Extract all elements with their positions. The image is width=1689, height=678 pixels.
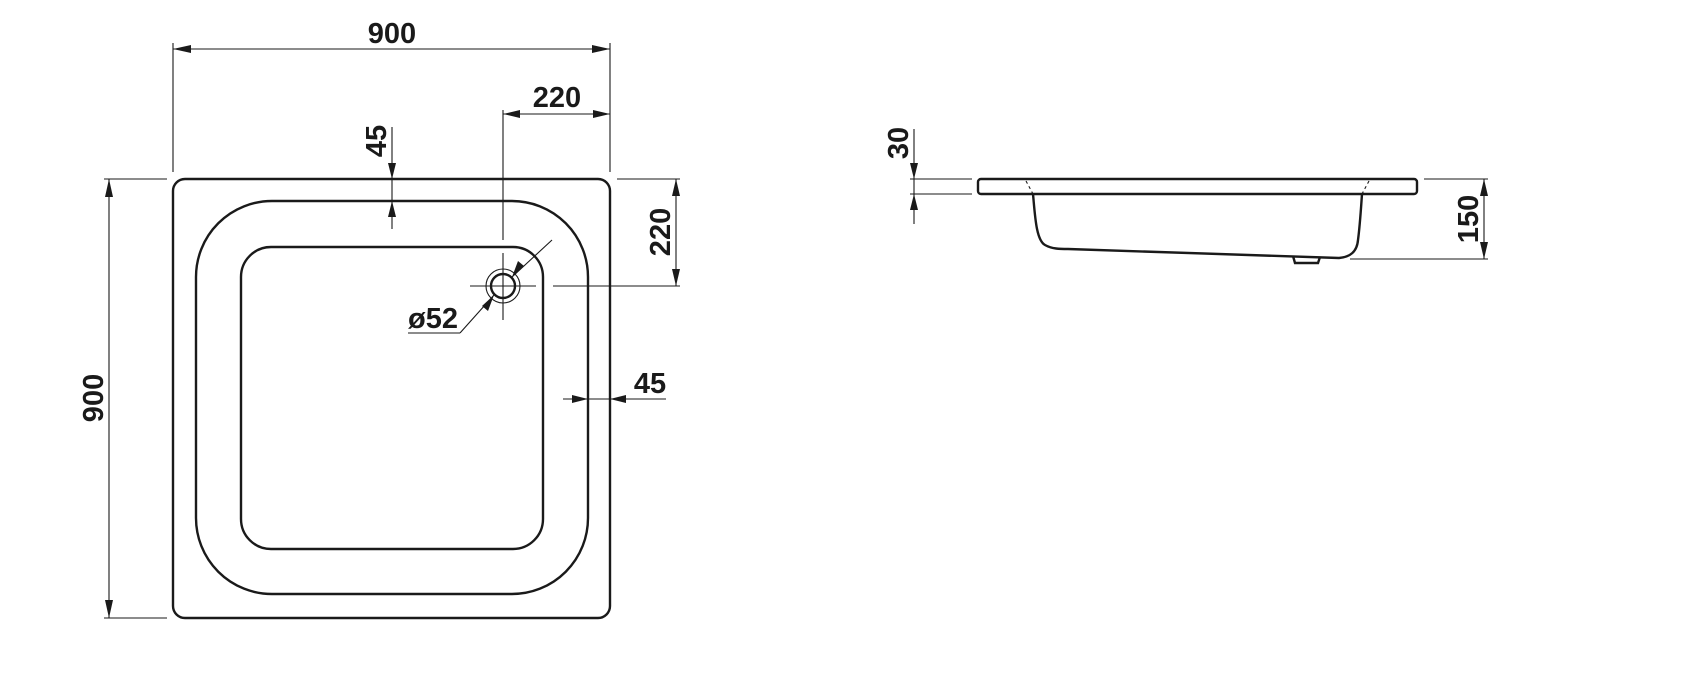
tray-basin-outline bbox=[239, 245, 545, 551]
dim-drain-diameter-label: ø52 bbox=[408, 303, 458, 335]
dim-overall-width: 900 bbox=[172, 18, 611, 172]
dim-drain-diameter: ø52 bbox=[408, 239, 553, 335]
dim-rim-top: 45 bbox=[361, 125, 396, 229]
tray-body-section bbox=[1031, 193, 1364, 260]
dim-rim-thickness-label: 30 bbox=[883, 127, 915, 159]
dim-overall-depth: 900 bbox=[78, 178, 167, 619]
drain-icon bbox=[470, 253, 536, 320]
tray-rim-section bbox=[976, 177, 1419, 196]
plan-view: 900 220 45 900 bbox=[78, 18, 680, 620]
dim-overall-depth-label: 900 bbox=[78, 374, 110, 422]
tray-rim-inner-outline bbox=[194, 199, 590, 596]
dim-rim-side-label: 45 bbox=[634, 368, 666, 400]
dim-drain-offset-x: 220 bbox=[502, 82, 610, 240]
dim-rim-thickness: 30 bbox=[883, 127, 972, 224]
dim-overall-width-label: 900 bbox=[368, 18, 416, 50]
drain-outlet-section bbox=[1291, 255, 1322, 265]
dim-total-height: 150 bbox=[1350, 178, 1488, 260]
dim-drain-offset-x-label: 220 bbox=[533, 82, 581, 114]
tray-outer-outline bbox=[171, 177, 612, 620]
dim-drain-offset-y-label: 220 bbox=[645, 208, 677, 256]
dim-rim-side: 45 bbox=[563, 368, 666, 403]
side-view: 30 150 bbox=[883, 127, 1488, 265]
dim-rim-top-label: 45 bbox=[361, 125, 393, 157]
dim-drain-offset-y: 220 bbox=[553, 178, 680, 287]
dim-total-height-label: 150 bbox=[1453, 195, 1485, 243]
